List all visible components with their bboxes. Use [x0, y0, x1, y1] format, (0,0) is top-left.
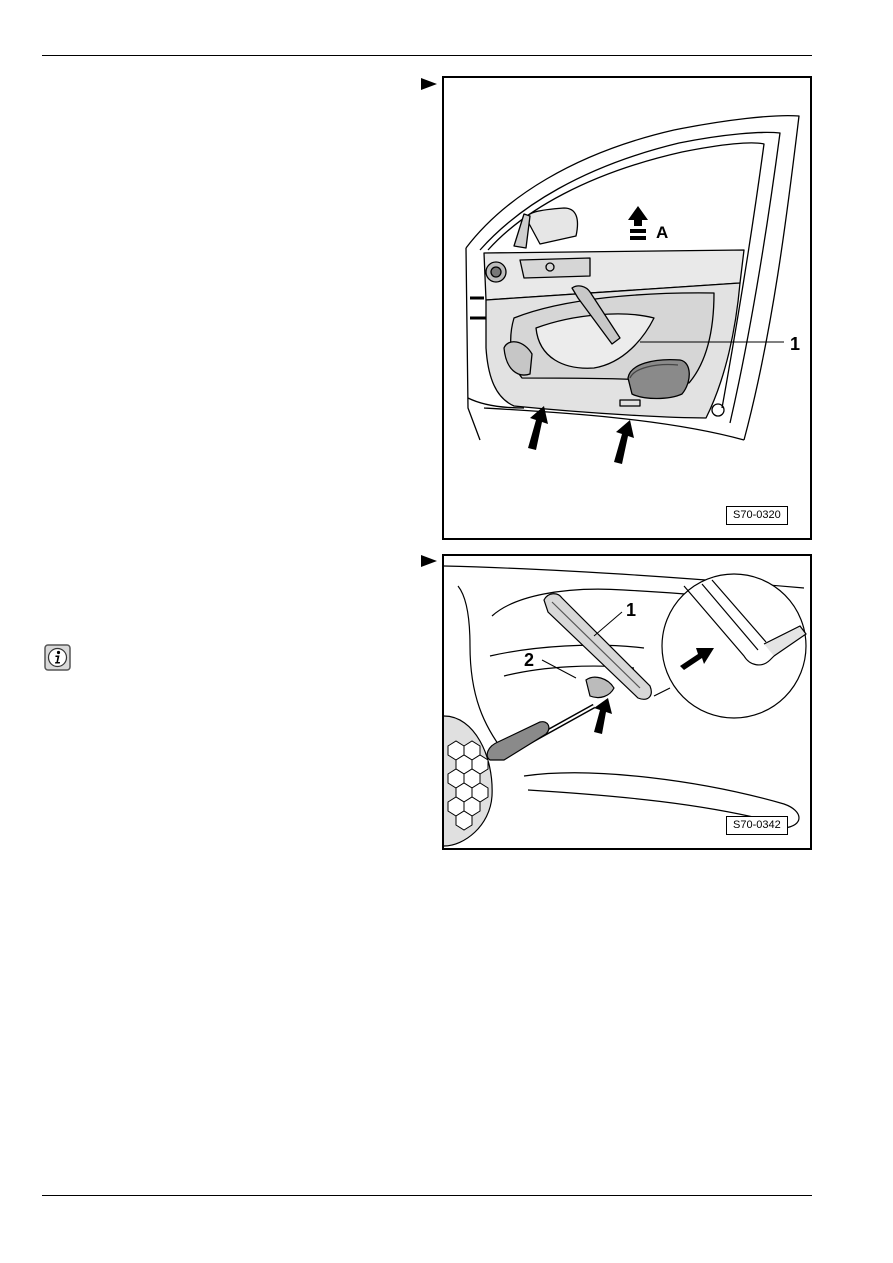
handle-cover-illustration: 1 2 — [444, 565, 807, 847]
door-trim-illustration: A 1 — [465, 114, 800, 464]
callout-1: 1 — [626, 600, 636, 620]
callout-1: 1 — [790, 334, 800, 354]
callout-a: A — [656, 223, 668, 242]
header-rule — [42, 55, 812, 56]
figure-handle-cover: 1 2 S70-0342 — [442, 554, 812, 850]
figure-code: S70-0320 — [726, 506, 788, 525]
info-icon — [44, 644, 71, 671]
pointer-arrow-icon — [421, 555, 437, 567]
footer-rule — [42, 1195, 812, 1196]
figure-code: S70-0342 — [726, 816, 788, 835]
pointer-arrow-icon — [421, 78, 437, 90]
figure-door-trim: A 1 S70-0320 — [442, 76, 812, 540]
callout-2: 2 — [524, 650, 534, 670]
